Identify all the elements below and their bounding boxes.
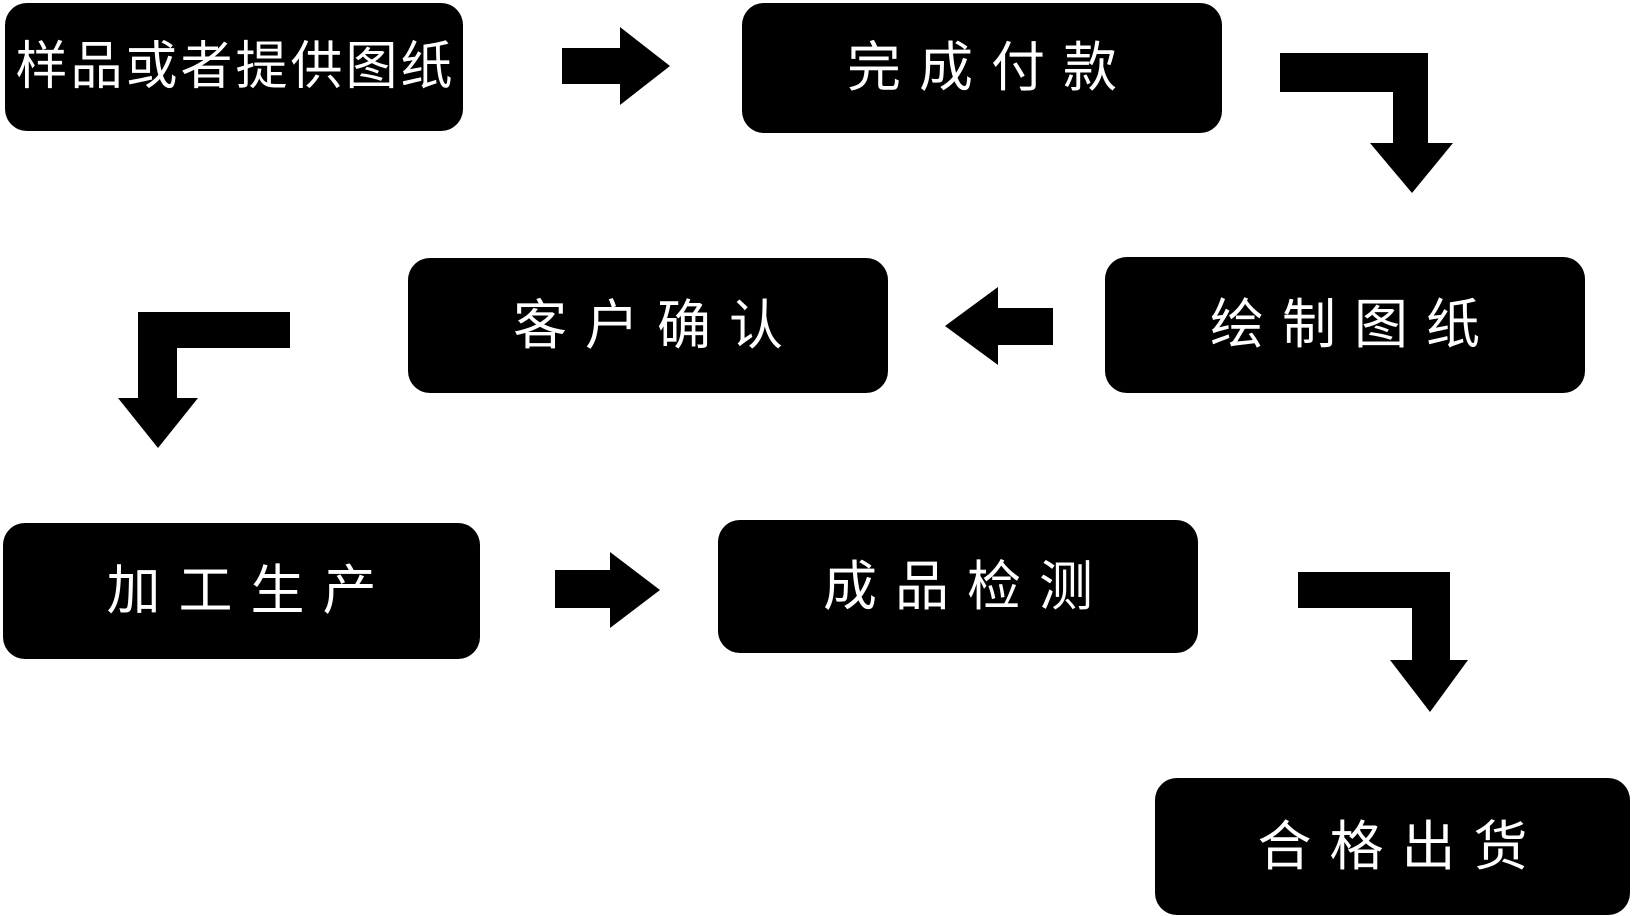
- left-arrow-icon: [945, 287, 1053, 365]
- flow-node-label: 合格出货: [1257, 814, 1546, 878]
- elbow-down-right-arrow-icon: [1280, 53, 1453, 193]
- flow-node-draw-drawings: 绘制图纸: [1105, 257, 1585, 393]
- flow-node-customer-confirm: 客户确认: [408, 258, 888, 393]
- flow-node-qualified-shipment: 合格出货: [1155, 778, 1630, 915]
- flow-node-label: 完成付款: [847, 36, 1135, 99]
- elbow-down-left-arrow-icon: [118, 312, 290, 448]
- flow-node-processing-production: 加工生产: [3, 523, 480, 659]
- flow-node-finished-product-inspection: 成品检测: [718, 520, 1198, 653]
- elbow-down-right-arrow-icon: [1298, 572, 1468, 712]
- flow-node-label: 加工生产: [106, 559, 395, 622]
- flow-node-label: 客户确认: [513, 293, 801, 357]
- flow-node-sample-or-drawings: 样品或者提供图纸: [5, 3, 463, 131]
- flow-node-complete-payment: 完成付款: [742, 3, 1222, 133]
- right-arrow-icon: [562, 27, 670, 105]
- flow-node-label: 样品或者提供图纸: [15, 37, 456, 97]
- flow-node-label: 成品检测: [823, 554, 1111, 618]
- right-arrow-icon: [555, 552, 660, 628]
- flow-node-label: 绘制图纸: [1210, 293, 1498, 356]
